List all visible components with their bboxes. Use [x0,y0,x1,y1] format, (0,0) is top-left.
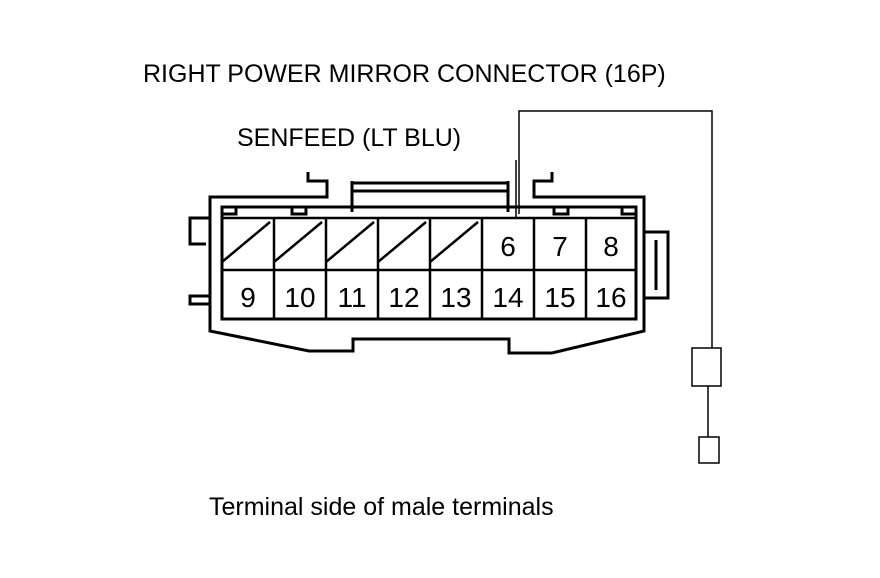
diagram-title: RIGHT POWER MIRROR CONNECTOR (16P) [143,60,666,88]
terminal-12: 12 [388,282,419,313]
terminal-15: 15 [544,282,575,313]
terminal-16: 16 [595,282,626,313]
empty-cavity-3 [325,221,375,263]
empty-cavity-4 [377,221,427,263]
terminal-9: 9 [240,282,256,313]
terminal-13: 13 [440,282,471,313]
footer-caption: Terminal side of male terminals [209,493,554,521]
terminal-11: 11 [337,282,366,313]
wire-label: SENFEED (LT BLU) [237,124,461,152]
empty-cavity-2 [273,221,323,263]
terminal-10: 10 [284,282,315,313]
terminal-6: 6 [500,231,516,262]
terminal-14: 14 [492,282,523,313]
unused-cavities [221,221,479,263]
empty-cavity-5 [429,221,479,263]
probe-lead [518,110,713,348]
terminal-grid [222,216,636,319]
meter-probe-icon [691,347,722,464]
empty-cavity-1 [221,221,271,263]
terminal-numbers: 6 7 8 9 10 11 12 13 14 15 16 [240,231,626,313]
terminal-7: 7 [552,231,568,262]
terminal-8: 8 [603,231,619,262]
